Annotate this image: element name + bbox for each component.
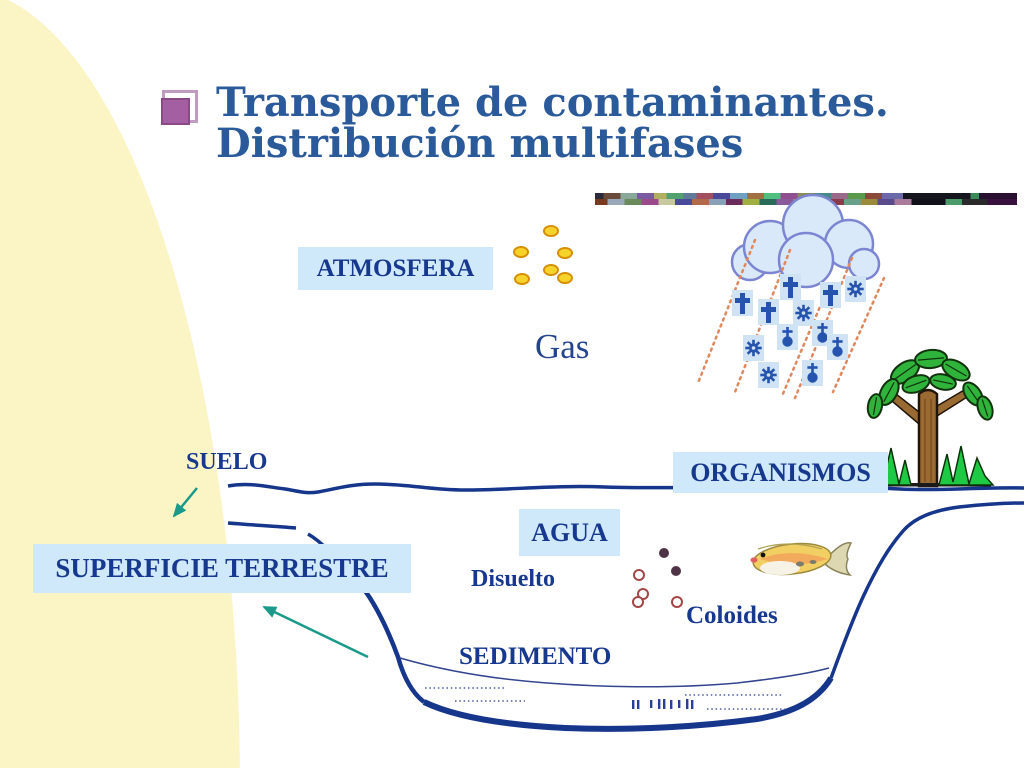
superficie-terrestre-label: SUPERFICIE TERRESTRE [33,544,411,593]
colloid-particle-dot [671,596,683,608]
contaminant-cross-icon [758,299,779,325]
colloid-particle-dot [632,596,644,608]
disuelto-label: Disuelto [471,566,555,592]
contaminant-cross-icon [820,282,841,308]
rain-streak-line [733,248,792,394]
contaminant-gear-icon [743,335,764,361]
contaminant-orb-icon [802,360,823,386]
coloides-label: Coloides [686,602,778,629]
colloid-particle-dot [671,566,681,576]
title-text: Transporte de contaminantes. Distribució… [216,82,889,164]
slide-title: Transporte de contaminantes. Distribució… [158,82,889,164]
colloid-particle-dot [633,569,645,581]
sedimento-label: SEDIMENTO [459,643,612,670]
title-line-2: Distribución multifases [216,120,744,167]
rain-streak-line [780,300,824,398]
agua-label: AGUA [519,509,620,556]
gas-molecule-dot [543,264,559,276]
suelo-label: SUELO [186,449,268,475]
rain-streak-line [696,238,757,385]
gas-molecule-dot [557,272,573,284]
tree-icon [865,348,995,488]
organismos-label: ORGANISMOS [673,452,888,493]
contaminant-orb-icon [827,334,848,360]
contaminant-cross-icon [732,290,753,316]
rain-streak-line [831,276,886,394]
contaminant-cross-icon [780,274,801,300]
contaminant-orb-icon [777,324,798,350]
gas-molecule-dot [557,247,573,259]
rain-cloud-icon [730,193,881,289]
contaminant-gear-icon [758,362,779,388]
gas-molecule-dot [543,225,559,237]
gas-label: Gas [535,327,590,366]
gas-molecule-dot [514,273,530,285]
contaminant-gear-icon [845,276,866,302]
colloid-particle-dot [659,548,669,558]
bullet-square [161,98,190,125]
title-line-1: Transporte de contaminantes. [216,79,889,126]
atmosfera-label: ATMOSFERA [298,247,493,290]
gas-molecule-dot [513,246,529,258]
title-bullet-icon [158,90,198,128]
fish-icon [750,542,853,577]
contaminant-gear-icon [793,300,814,326]
